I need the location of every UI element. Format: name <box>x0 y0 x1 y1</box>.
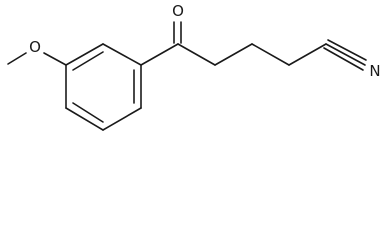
ring-double-bond-1 <box>72 51 104 71</box>
chemical-structure-diagram: O O N <box>7 2 381 131</box>
ring-double-bond-3 <box>72 102 104 123</box>
nitrile-bond-center <box>325 43 366 66</box>
ether-oxygen-label: O <box>29 38 41 56</box>
bond-methyl-oxygen <box>7 52 27 65</box>
carbonyl-oxygen-label: O <box>172 2 184 20</box>
alkyl-chain <box>177 43 327 66</box>
ring-bond-4 <box>102 107 142 131</box>
chain-bond-1 <box>177 43 216 66</box>
nitrile-group: N <box>323 39 381 80</box>
chain-bond-2 <box>214 43 253 66</box>
bond-ring-carbonyl <box>140 43 179 66</box>
nitrile-nitrogen-label: N <box>369 62 380 80</box>
ring-bond-5 <box>65 107 104 131</box>
ring-bond-1 <box>65 43 104 66</box>
chain-bond-4 <box>288 43 327 66</box>
nitrile-bond-upper <box>327 39 367 61</box>
nitrile-bond-lower <box>323 47 364 71</box>
methoxy-group: O <box>7 38 67 66</box>
chain-bond-3 <box>251 43 290 66</box>
ketone-group: O <box>140 2 184 66</box>
ring-bond-2 <box>102 43 142 66</box>
benzene-ring <box>65 43 142 131</box>
bond-oxygen-ring <box>43 52 67 66</box>
